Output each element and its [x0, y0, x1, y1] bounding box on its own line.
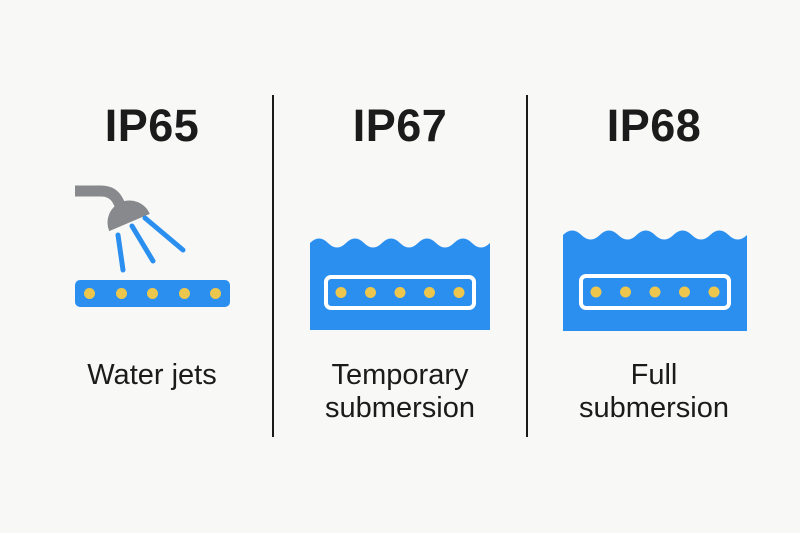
- led-strip: [75, 280, 230, 307]
- led-dot: [84, 288, 95, 299]
- led-dot: [335, 287, 347, 298]
- full-submersion-led-strip-icon: [563, 230, 747, 331]
- water-jet-line: [129, 223, 156, 264]
- led-strip-outline: [324, 275, 476, 310]
- led-dot: [708, 286, 720, 298]
- shower-head-water-jets-icon: [75, 185, 186, 273]
- led-dot: [590, 286, 602, 298]
- temporary-submersion-led-strip-icon: [310, 238, 490, 330]
- shower-head: [107, 200, 150, 232]
- led-dot: [620, 286, 631, 298]
- water-jet-line: [142, 215, 186, 253]
- column-label-temporary-submersion: Temporary submersion: [325, 359, 475, 424]
- water-body: [563, 230, 747, 331]
- led-dot: [649, 286, 661, 298]
- led-dot: [115, 288, 127, 299]
- led-dot: [679, 286, 690, 298]
- column-title-ip67: IP67: [352, 100, 448, 151]
- water-jet-line: [115, 232, 126, 273]
- led-dot: [178, 288, 190, 299]
- led-dot: [394, 287, 406, 298]
- led-dot: [453, 287, 465, 298]
- column-divider-right: [526, 95, 528, 437]
- led-dot: [210, 288, 221, 299]
- water-body: [310, 238, 490, 330]
- led-strip-outline: [579, 274, 731, 310]
- column-title-ip68: IP68: [606, 100, 702, 151]
- column-divider-left: [272, 95, 274, 437]
- column-label-full-submersion: Full submersion: [579, 359, 729, 424]
- led-dot: [365, 287, 376, 298]
- column-title-ip65: IP65: [104, 100, 200, 151]
- led-dot: [424, 287, 435, 298]
- shower-pipe: [75, 185, 128, 214]
- column-label-water-jets: Water jets: [87, 359, 217, 391]
- led-dot: [147, 288, 158, 299]
